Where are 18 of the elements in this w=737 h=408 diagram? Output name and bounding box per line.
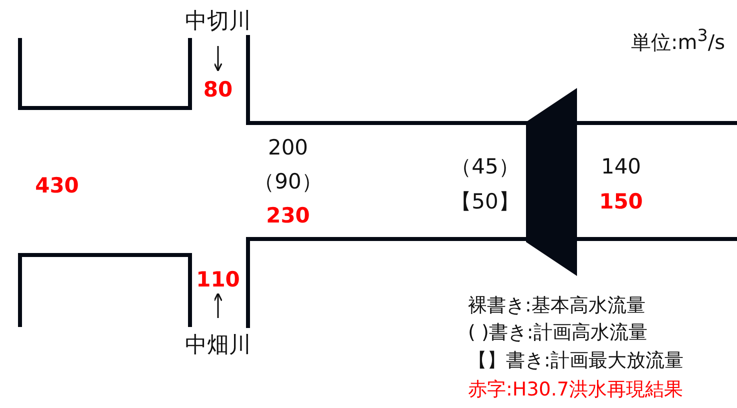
legend-text: 赤字:H30.7洪水再現結果 [468,380,683,400]
legend-text: 【】書き:計画最大放流量 [468,352,684,370]
flow-value: 140 [600,156,642,178]
unit-note: 単位:m$^{3}$/s [630,28,725,52]
flow-value: 150 [599,192,643,212]
flow-value: 430 [35,176,79,196]
flow-value: （90） [254,172,322,192]
legend-text: 裸書き:基本高水流量 [468,296,646,316]
river-name: 中切川 [185,11,251,33]
flow-value: （45） [450,156,520,178]
river-name: 中畑川 [185,335,251,357]
flow-value: 【50】 [450,192,520,212]
flow-value: 110 [196,270,240,290]
legend-text: ( )書き:計画高水流量 [468,324,648,342]
flow-value: 80 [203,80,233,100]
dam-symbol [526,88,577,276]
flow-value: 200 [268,138,308,158]
flow-value: 230 [266,206,310,226]
